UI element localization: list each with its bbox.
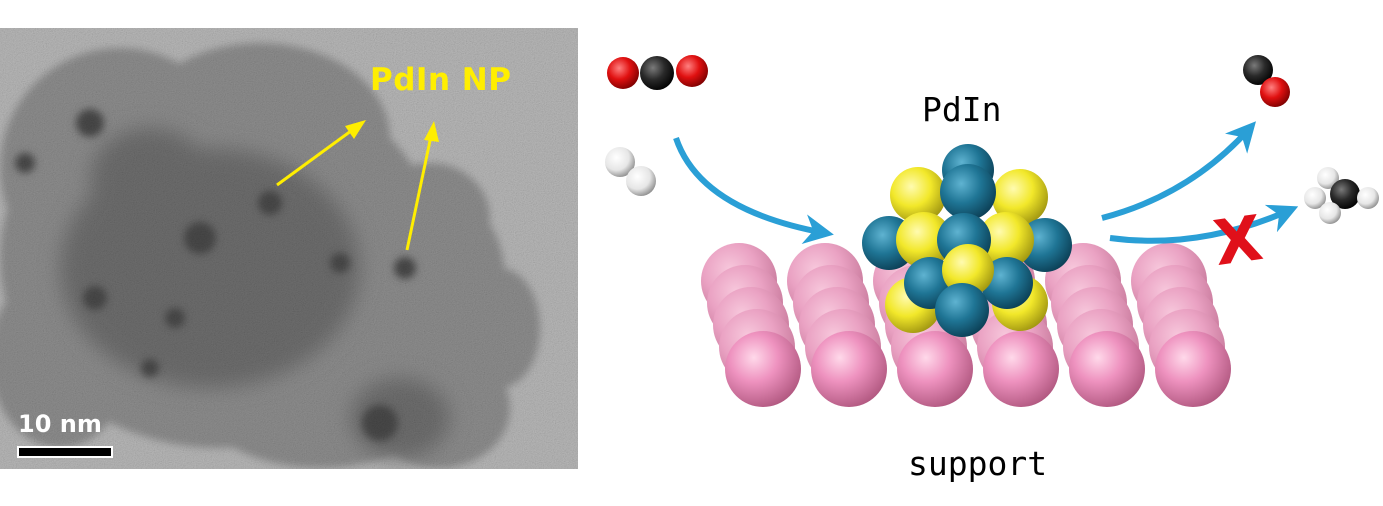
blocked-mark: X xyxy=(1209,201,1267,280)
support-label: support xyxy=(908,444,1048,483)
tem-micrograph xyxy=(0,28,578,469)
co-molecule xyxy=(1243,55,1290,107)
in-atom xyxy=(942,244,994,296)
co-product-arrow xyxy=(1101,121,1257,221)
cluster-label: PdIn xyxy=(922,90,1002,129)
support-atom xyxy=(897,331,973,407)
in-atom xyxy=(890,167,946,223)
pd-atom xyxy=(940,164,996,220)
pointer-arrows xyxy=(276,120,439,251)
h2-molecule xyxy=(605,147,656,196)
in-atom xyxy=(992,169,1048,225)
support-atom xyxy=(1069,331,1145,407)
pd-atom xyxy=(935,283,989,337)
reactant-flow-arrow xyxy=(673,137,834,244)
in-atom xyxy=(978,212,1034,268)
support-atom xyxy=(811,331,887,407)
reaction-scheme: X xyxy=(605,55,1379,407)
pdin-cluster xyxy=(862,144,1072,337)
in-atom xyxy=(896,212,952,268)
support-atom xyxy=(983,331,1059,407)
support-atom xyxy=(1155,331,1231,407)
scale-bar xyxy=(17,446,113,458)
particle-label: PdIn NP xyxy=(370,62,512,98)
scale-bar-label: 10 nm xyxy=(18,410,102,438)
support-atom xyxy=(725,331,801,407)
ch4-molecule xyxy=(1304,167,1379,224)
ch4-product-arrow xyxy=(1109,204,1299,244)
co2-molecule xyxy=(607,55,708,90)
